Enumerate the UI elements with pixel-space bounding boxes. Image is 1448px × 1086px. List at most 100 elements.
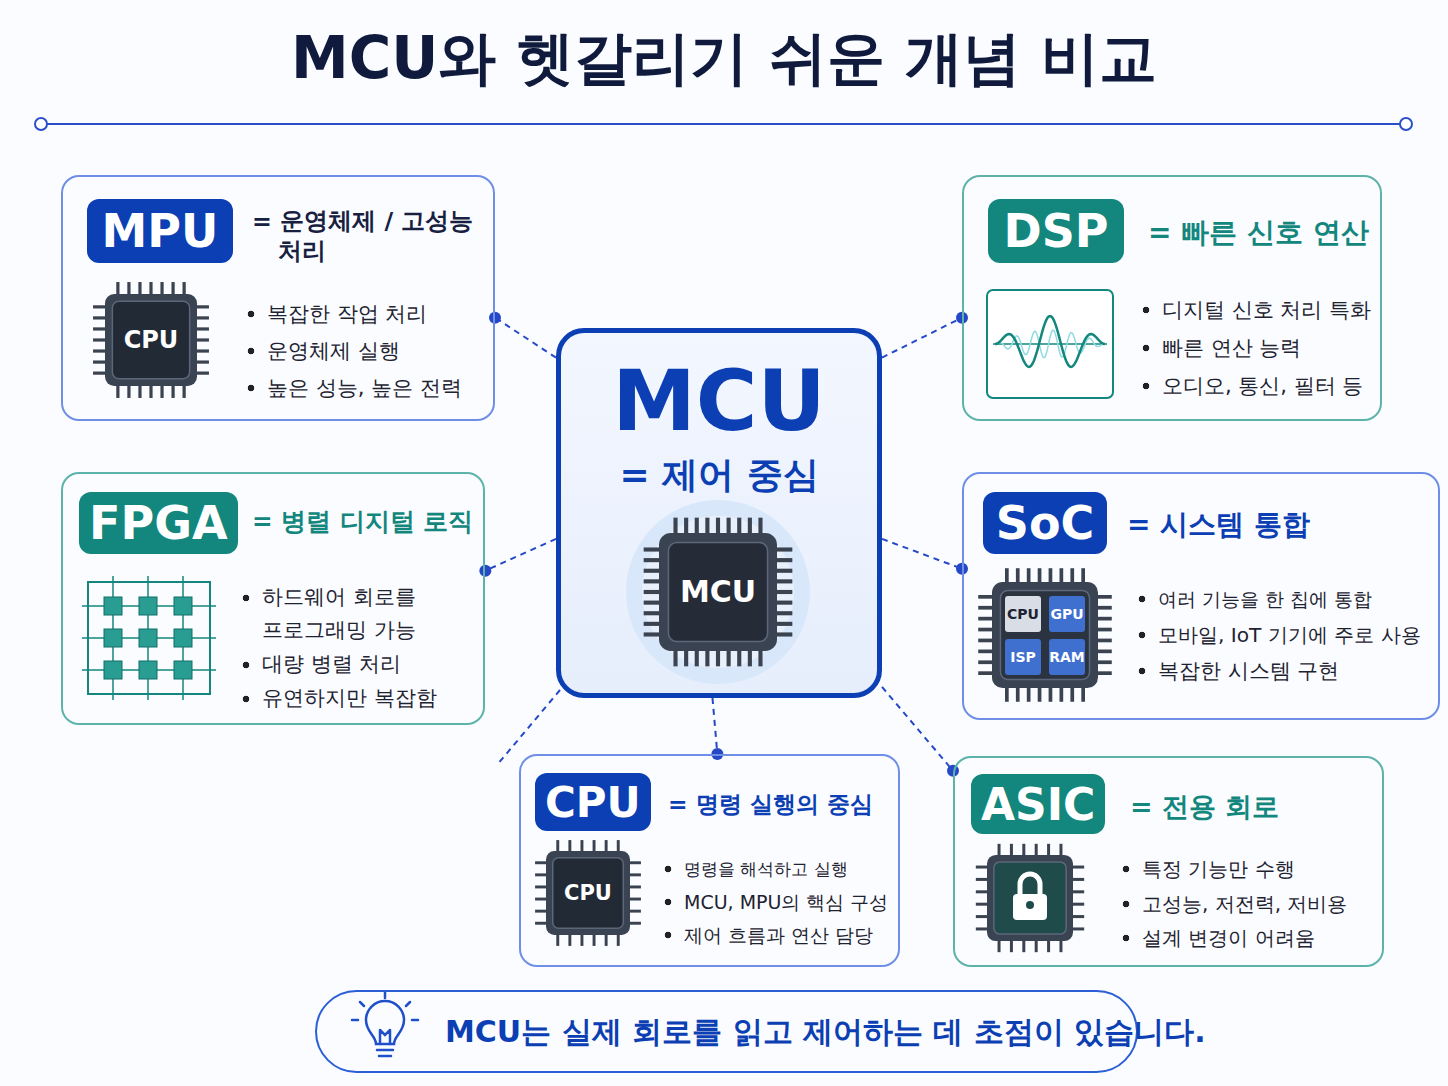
chip-pin — [1073, 890, 1084, 893]
name-badge: ASIC — [971, 774, 1105, 834]
bullet-list: 하드웨어 회로를 프로그래밍 가능대량 병렬 처리유연하지만 복잡함 — [242, 581, 437, 715]
card-subtitle: = 운영체제 / 고성능 처리 — [252, 207, 483, 266]
chip-pin — [93, 305, 105, 308]
chip-pin — [777, 601, 792, 605]
caption-pill: MCU는 실제 회로를 읽고 제어하는 데 초점이 있습니다. — [315, 990, 1138, 1073]
title: MCU와 헷갈리기 쉬운 개념 비교 — [0, 20, 1448, 98]
chip-pin — [1005, 688, 1009, 702]
dashed-link — [712, 698, 717, 754]
fpga-cell — [139, 661, 157, 679]
chip-pin — [1022, 844, 1025, 855]
chip-pin — [727, 651, 731, 666]
chip-pin — [644, 601, 659, 605]
chip-pin — [93, 360, 105, 363]
chip-pin — [673, 518, 677, 533]
chip-pin — [777, 611, 792, 615]
chip-pin — [630, 922, 641, 925]
chip-pin — [197, 305, 209, 308]
chip-pin — [1016, 688, 1020, 702]
mcu-panel: MCU= 제어 중심 — [556, 328, 882, 698]
chip-pin — [1098, 628, 1112, 632]
title-rule — [40, 123, 1407, 125]
chip-pin — [777, 579, 792, 583]
fpga-frame — [88, 582, 210, 694]
chip-pin — [1098, 617, 1112, 621]
chip-pin — [535, 922, 546, 925]
badge-text: SoC — [996, 496, 1095, 550]
link-dot — [479, 565, 491, 577]
chip-pin — [1035, 844, 1038, 855]
dashed-link — [882, 687, 953, 771]
bullet-item: 디지털 신호 처리 특화 — [1142, 295, 1371, 325]
bullet-item: 고성능, 저전력, 저비용 — [1122, 889, 1347, 919]
concept-card: = 전용 회로특정 기능만 수행고성능, 저전력, 저비용설계 변경이 어려움A… — [953, 756, 1384, 967]
chip-pin — [684, 518, 688, 533]
bullet-list: 특정 기능만 수행고성능, 저전력, 저비용설계 변경이 어려움 — [1122, 854, 1347, 953]
chip-pin — [197, 327, 209, 330]
chip-pin — [1070, 568, 1074, 582]
chip-pin — [1059, 568, 1063, 582]
bullet-item: 복잡한 작업 처리 — [247, 299, 462, 329]
chip-pin — [1098, 671, 1112, 675]
connector — [711, 698, 723, 760]
chip-pin — [673, 651, 677, 666]
chip-core — [553, 858, 624, 929]
chip-pin — [1005, 568, 1009, 582]
chip-pin — [978, 628, 992, 632]
chip-pin — [978, 595, 992, 599]
chip-pin — [1073, 903, 1084, 906]
bullet-item: 모바일, IoT 기기에 주로 사용 — [1138, 620, 1421, 650]
chip-core — [112, 301, 189, 378]
badge-text: ASIC — [981, 779, 1095, 830]
chip-pin — [535, 861, 546, 864]
bullet-item: 설계 변경이 어려움 — [1122, 923, 1347, 953]
concept-card: = 명령 실행의 중심명령을 해석하고 실행MCU, MPU의 핵심 구성제어 … — [519, 754, 900, 967]
name-badge: MPU — [87, 199, 233, 263]
chip-pin — [737, 518, 741, 533]
chip-pin — [748, 651, 752, 666]
connector — [882, 687, 959, 777]
chip-pin — [1059, 688, 1063, 702]
fpga-cell — [104, 629, 122, 647]
soc-cell — [1005, 639, 1041, 675]
chip-pin — [1098, 649, 1112, 653]
chip-pin — [716, 518, 720, 533]
lock-shackle — [1020, 874, 1040, 895]
chip-pin — [160, 386, 163, 398]
chip-pin — [1010, 941, 1013, 952]
badge-text: DSP — [1003, 204, 1108, 258]
chip-pin — [644, 547, 659, 551]
name-badge: SoC — [983, 492, 1107, 554]
fpga-cell — [174, 597, 192, 615]
chip-pin — [1073, 927, 1084, 930]
chip-pin — [116, 282, 119, 294]
name-badge: FPGA — [79, 492, 238, 554]
chip-core — [1000, 590, 1089, 679]
chip-pin — [1098, 639, 1112, 643]
chip-pin — [1049, 688, 1053, 702]
connector — [882, 539, 968, 575]
chip-pin — [1035, 941, 1038, 952]
chip-pin — [1059, 844, 1062, 855]
chip-pin — [535, 885, 546, 888]
badge-text: CPU — [545, 778, 641, 827]
mcu-panel-bg — [558, 330, 880, 696]
chip-pin — [1098, 595, 1112, 599]
chip-body — [992, 582, 1098, 688]
card-subtitle: = 전용 회로 — [1130, 790, 1279, 824]
connector — [882, 312, 968, 358]
bullet-list: 여러 기능을 한 칩에 통합모바일, IoT 기기에 주로 사용복잡한 시스템 … — [1138, 584, 1421, 686]
chip-core — [994, 862, 1066, 934]
bullet-list: 복잡한 작업 처리운영체제 실행높은 성능, 높은 전력 — [247, 299, 462, 403]
chip-pin — [1081, 688, 1085, 702]
chip-pin — [535, 910, 546, 913]
chip-pin — [197, 349, 209, 352]
chip-pin — [93, 338, 105, 341]
chip-pin — [777, 622, 792, 626]
chip-pin — [1059, 941, 1062, 952]
bullet-item: 제어 흐름과 연산 담당 — [664, 921, 888, 949]
chip-pin — [1010, 844, 1013, 855]
chip-pin — [580, 840, 583, 851]
chip-core — [668, 542, 767, 641]
chip-pin — [777, 590, 792, 594]
